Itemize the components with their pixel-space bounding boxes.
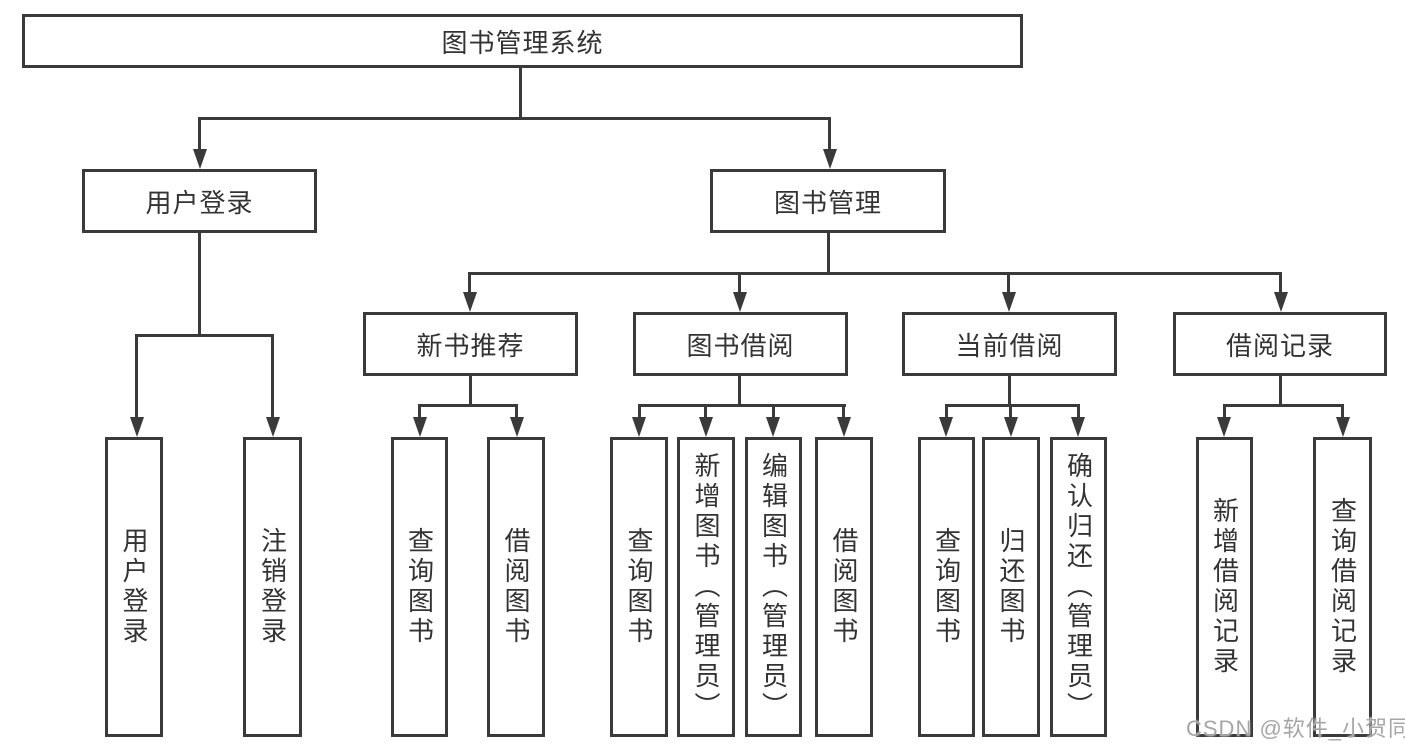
connector-line: [135, 334, 274, 337]
connector-line: [418, 404, 421, 419]
connector-line: [1008, 376, 1011, 407]
connector-line: [842, 404, 845, 419]
node-label: 借阅记录: [1225, 330, 1334, 361]
leaf-label: 借阅图书: [829, 527, 859, 647]
arrow-down-icon: [1274, 292, 1288, 312]
connector-line: [738, 376, 741, 407]
leaf-current-confirm-return-admin: 确认归还（管理员）: [1050, 437, 1107, 737]
arrow-down-icon: [1071, 417, 1085, 437]
connector-line: [1223, 404, 1344, 407]
connector-line: [638, 404, 641, 419]
connector-line: [1279, 376, 1282, 407]
leaf-borrowing-query-books: 查询图书: [610, 437, 668, 737]
node-label: 当前借阅: [955, 330, 1064, 361]
leaf-records-add-borrow-record: 新增借阅记录: [1196, 437, 1253, 737]
leaf-logout: 注销登录: [243, 437, 302, 737]
leaf-label: 查询借阅记录: [1327, 497, 1358, 677]
arrow-down-icon: [266, 417, 280, 437]
leaf-label: 查询图书: [931, 527, 962, 647]
leaf-label: 借阅图书: [501, 527, 531, 647]
node-label: 图书借阅: [686, 330, 795, 361]
leaf-label: 新增图书（管理员）: [691, 452, 721, 722]
node-label: 新书推荐: [416, 330, 525, 361]
connector-line: [198, 117, 831, 120]
connector-line: [469, 376, 472, 407]
connector-line: [638, 404, 846, 407]
connector-line: [515, 404, 518, 419]
connector-line: [828, 117, 831, 151]
connector-line: [1223, 404, 1226, 419]
connector-line: [1009, 404, 1012, 419]
leaf-borrowing-add-books-admin: 新增图书（管理员）: [677, 437, 735, 737]
arrow-down-icon: [699, 417, 713, 437]
arrow-down-icon: [1004, 417, 1018, 437]
leaf-borrowing-edit-books-admin: 编辑图书（管理员）: [745, 437, 802, 737]
node-book-borrowing: 图书借阅: [633, 312, 848, 376]
arrow-down-icon: [733, 292, 747, 312]
leaf-recommend-query-books: 查询图书: [391, 437, 448, 737]
connector-line: [519, 68, 522, 118]
leaf-current-return-books: 归还图书: [982, 437, 1040, 737]
connector-line: [198, 117, 201, 151]
leaf-label: 用户登录: [119, 527, 149, 647]
connector-line: [135, 334, 138, 419]
connector-line: [198, 233, 201, 336]
node-book-management: 图书管理: [710, 169, 946, 233]
arrow-down-icon: [1336, 417, 1350, 437]
arrow-down-icon: [1217, 417, 1231, 437]
leaf-label: 新增借阅记录: [1209, 497, 1240, 677]
node-borrowing-records: 借阅记录: [1173, 312, 1387, 376]
arrow-down-icon: [510, 417, 524, 437]
arrow-down-icon: [823, 149, 837, 169]
connector-line: [1279, 272, 1282, 294]
node-new-book-recommend: 新书推荐: [363, 312, 578, 376]
leaf-label: 归还图书: [996, 527, 1026, 647]
node-label: 图书管理: [773, 187, 882, 218]
connector-line: [945, 404, 948, 419]
leaf-label: 确认归还（管理员）: [1063, 452, 1094, 722]
connector-line: [271, 334, 274, 419]
connector-line: [772, 404, 775, 419]
connector-line: [418, 404, 518, 407]
leaf-label: 编辑图书（管理员）: [758, 452, 789, 722]
node-label: 图书管理系统: [441, 27, 604, 58]
leaf-label: 注销登录: [257, 527, 288, 647]
leaf-user-login: 用户登录: [105, 437, 163, 737]
leaf-label: 查询图书: [624, 527, 654, 647]
arrow-down-icon: [463, 292, 477, 312]
node-library-management-system: 图书管理系统: [22, 14, 1023, 68]
connector-line: [704, 404, 707, 419]
leaf-current-query-books: 查询图书: [918, 437, 975, 737]
connector-line: [738, 272, 741, 294]
node-label: 用户登录: [145, 187, 254, 218]
arrow-down-icon: [1002, 292, 1016, 312]
connector-line: [1341, 404, 1344, 419]
node-user-login: 用户登录: [82, 169, 317, 233]
arrow-down-icon: [413, 417, 427, 437]
csdn-watermark: CSDN @软件_小贺同学: [1186, 716, 1405, 741]
leaf-records-query-borrow-record: 查询借阅记录: [1313, 437, 1372, 737]
connector-line: [468, 272, 471, 294]
node-current-borrowing: 当前借阅: [902, 312, 1117, 376]
arrow-down-icon: [837, 417, 851, 437]
connector-line: [827, 233, 830, 274]
leaf-label: 查询图书: [404, 527, 435, 647]
arrow-down-icon: [766, 417, 780, 437]
connector-line: [1077, 404, 1080, 419]
connector-line: [1007, 272, 1010, 294]
arrow-down-icon: [632, 417, 646, 437]
connector-line: [945, 404, 1080, 407]
arrow-down-icon: [130, 417, 144, 437]
connector-line: [468, 272, 1282, 275]
arrow-down-icon: [193, 149, 207, 169]
arrow-down-icon: [939, 417, 953, 437]
leaf-recommend-borrow-books: 借阅图书: [487, 437, 545, 737]
leaf-borrowing-borrow-books: 借阅图书: [815, 437, 873, 737]
